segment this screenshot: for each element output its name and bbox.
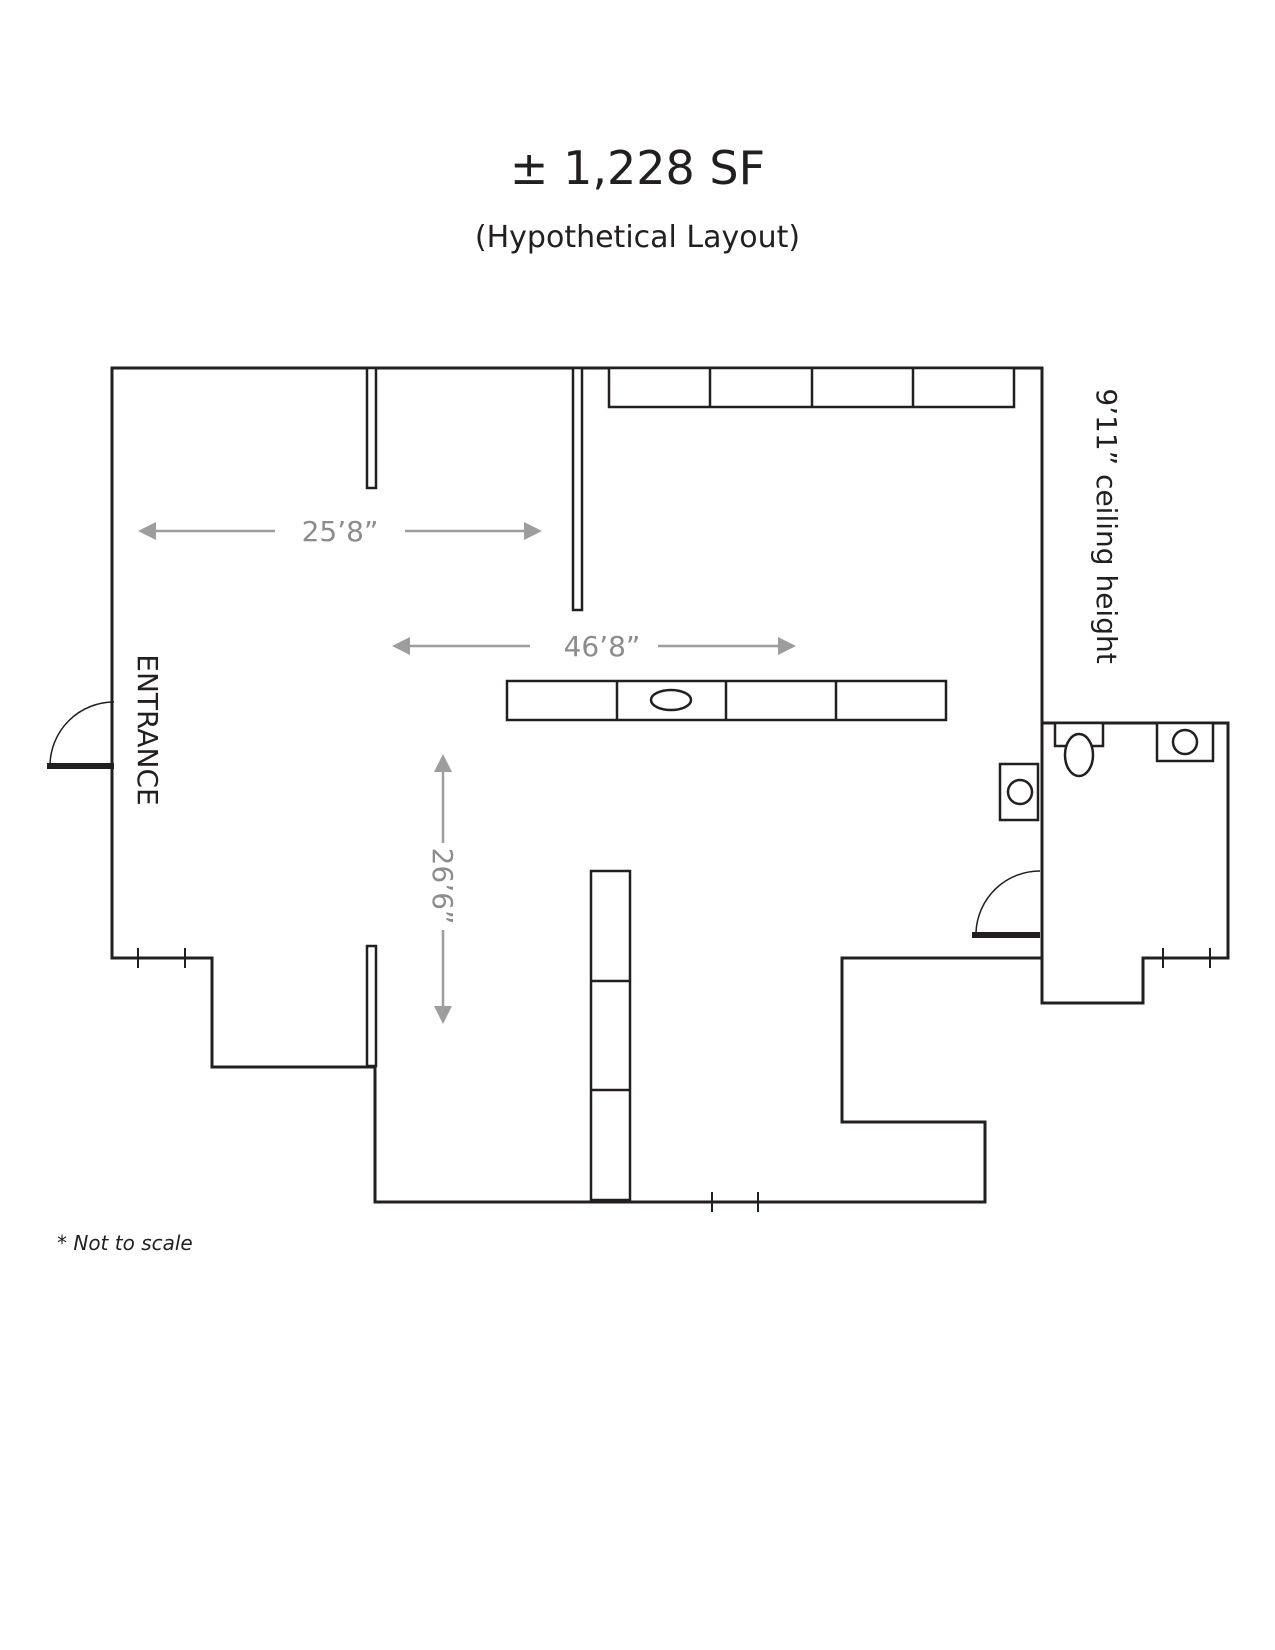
partition-wall-top-left — [365, 366, 378, 490]
restroom-sink-icon — [1155, 721, 1215, 763]
dimension-width-center: 46’8” — [392, 630, 796, 663]
restroom-wall — [1040, 721, 1230, 1005]
restroom-door-icon — [972, 870, 1041, 938]
dimension-width-left: 25’8” — [138, 515, 542, 548]
hand-sink-icon — [998, 762, 1040, 822]
page-subtitle: (Hypothetical Layout) — [474, 220, 801, 255]
ceiling-height-label: 9’11” ceiling height — [1090, 388, 1123, 663]
dimension-width-center-label: 46’8” — [564, 630, 641, 663]
sink-icon — [649, 688, 693, 712]
window-ticks — [137, 948, 1211, 1212]
center-counter — [505, 679, 948, 722]
entrance-door-icon — [47, 701, 115, 769]
top-cabinets — [607, 366, 1016, 409]
lower-cabinets — [589, 869, 632, 1202]
dimension-width-left-label: 25’8” — [302, 515, 379, 548]
entrance-label: ENTRANCE — [131, 654, 164, 805]
dimension-depth-label: 26’6” — [426, 848, 459, 925]
page-title: ± 1,228 SF — [509, 141, 766, 195]
footnote: * Not to scale — [57, 1231, 193, 1255]
partition-wall-top-center — [571, 366, 584, 612]
partition-wall-bottom-left — [365, 944, 378, 1068]
toilet-icon — [1053, 721, 1105, 778]
dimension-depth: 26’6” — [426, 754, 459, 1024]
